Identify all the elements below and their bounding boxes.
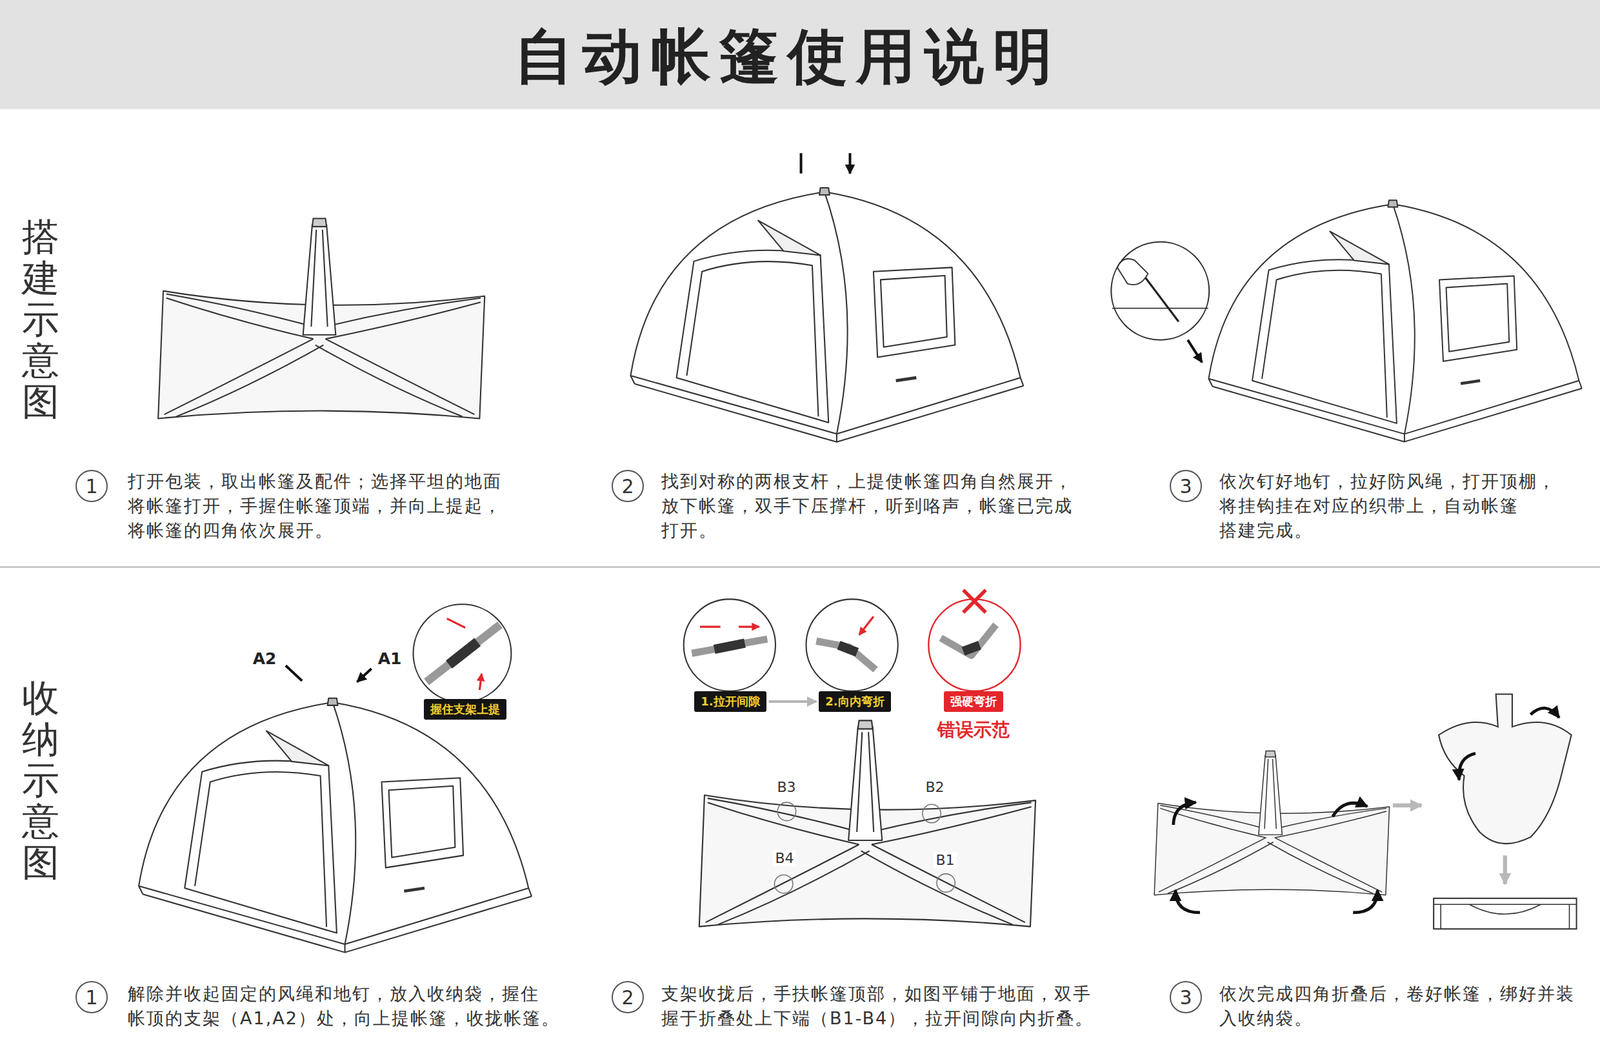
illustration-path	[801, 152, 851, 174]
illustration-path	[963, 645, 980, 651]
illustration-path	[1187, 340, 1202, 363]
illustration-path	[1175, 889, 1200, 913]
illustration-path	[1352, 889, 1378, 913]
illustration-path	[285, 665, 372, 682]
node-text: 1	[85, 985, 98, 1009]
illustration-path	[1503, 854, 1508, 884]
node-text: 强硬弯折	[950, 693, 997, 710]
step-text: 打开包装，取出帐篷及配件；选择平坦的地面 将帐篷打开，手握住帐篷顶端，并向上提起…	[127, 469, 509, 543]
section-heading: 搭建示意图	[21, 216, 60, 423]
part-label: B2	[923, 778, 946, 795]
illustration-path	[1433, 903, 1577, 929]
warning-tag: 强硬弯折	[943, 690, 1004, 712]
illustration-group	[138, 152, 1582, 952]
section-divider	[0, 565, 1600, 568]
illustration-use	[1154, 750, 1390, 895]
illustration-path	[449, 641, 478, 665]
part-label: A2	[250, 649, 279, 668]
illustration-use	[630, 187, 1024, 442]
illustration-circle	[922, 803, 941, 822]
illustration-path	[426, 624, 500, 682]
illustration-path	[816, 640, 876, 670]
node-text: 1.拉开间隙	[700, 693, 760, 710]
step-number: 3	[1169, 980, 1202, 1013]
node-text: 3	[1179, 985, 1192, 1009]
illustration-path	[1438, 693, 1572, 844]
step-number: 2	[611, 469, 644, 502]
illustration-use	[158, 218, 485, 419]
node-text: 3	[1179, 474, 1192, 498]
node-text: 1	[85, 474, 98, 498]
step-number: 1	[75, 980, 108, 1013]
warning-text: 错误示范	[935, 717, 1012, 742]
step-text: 解除并收起固定的风绳和地钉，放入收纳袋，握住 帐顶的支架（A1,A2）处，向上提…	[127, 981, 567, 1031]
step-number: 3	[1169, 469, 1202, 502]
step-number: 2	[611, 980, 644, 1013]
illustration-circle	[683, 598, 776, 691]
node-text: 2	[621, 985, 634, 1009]
part-label: A1	[376, 649, 404, 668]
illustration-path	[1112, 307, 1209, 310]
illustration-circle	[774, 874, 793, 893]
illustration-circle	[928, 598, 1020, 691]
illustration-path	[1140, 271, 1179, 322]
illustration-path	[691, 638, 768, 653]
node-text: 握住支架上提	[430, 701, 500, 717]
step-text: 依次完成四角折叠后，卷好帐篷，绑好并装 入收纳袋。	[1219, 981, 1582, 1031]
illustration-circle	[413, 603, 512, 702]
illustration-circle	[936, 873, 955, 892]
illustration-use	[138, 698, 532, 953]
illustration-use	[699, 720, 1036, 926]
part-label: B1	[933, 851, 957, 868]
illustration-circle	[777, 801, 796, 820]
illustration-path	[859, 616, 874, 635]
flow-arrow	[769, 700, 817, 703]
step-text: 依次钉好地钉，拉好防风绳，打开顶棚， 将挂钩挂在对应的织带上，自动帐篷 搭建完成…	[1219, 469, 1563, 543]
illustration-rect	[1433, 898, 1577, 929]
illustration-path	[1530, 707, 1559, 718]
illustration-path	[714, 642, 745, 649]
node-text: 2.向内弯折	[825, 693, 884, 710]
illustration-path	[1173, 801, 1197, 825]
illustration-path	[1332, 802, 1368, 817]
illustration-circle	[805, 598, 898, 691]
illustration-path	[700, 625, 760, 628]
illustration-circle	[1110, 241, 1210, 340]
illustration-path	[838, 645, 857, 653]
illustration-path	[1117, 258, 1148, 285]
page-title: 自动帐篷使用说明	[514, 16, 1062, 97]
step-number: 1	[75, 469, 108, 502]
illustration-path	[963, 589, 986, 613]
node-text: 2	[621, 474, 634, 498]
part-label: B4	[772, 849, 796, 866]
illustration-path	[940, 624, 996, 655]
illustration-path	[447, 618, 482, 690]
step-text: 支架收拢后，手扶帐篷顶部，如图平铺于地面，双手 握于折叠处上下端（B1-B4），…	[661, 981, 1101, 1031]
section-heading: 收纳示意图	[21, 677, 60, 884]
step-text: 找到对称的两根支杆，上提使帐篷四角自然展开， 放下帐篷，双手下压撑杆，听到咯声，…	[661, 469, 1080, 543]
part-label: B3	[774, 778, 798, 795]
callout-tag: 2.向内弯折	[818, 690, 891, 712]
callout-tag: 握住支架上提	[423, 698, 507, 720]
illustration-use	[1208, 200, 1582, 442]
illustration-path	[1458, 752, 1476, 780]
callout-tag: 1.拉开间隙	[694, 690, 766, 712]
illustration-path	[1392, 803, 1422, 808]
